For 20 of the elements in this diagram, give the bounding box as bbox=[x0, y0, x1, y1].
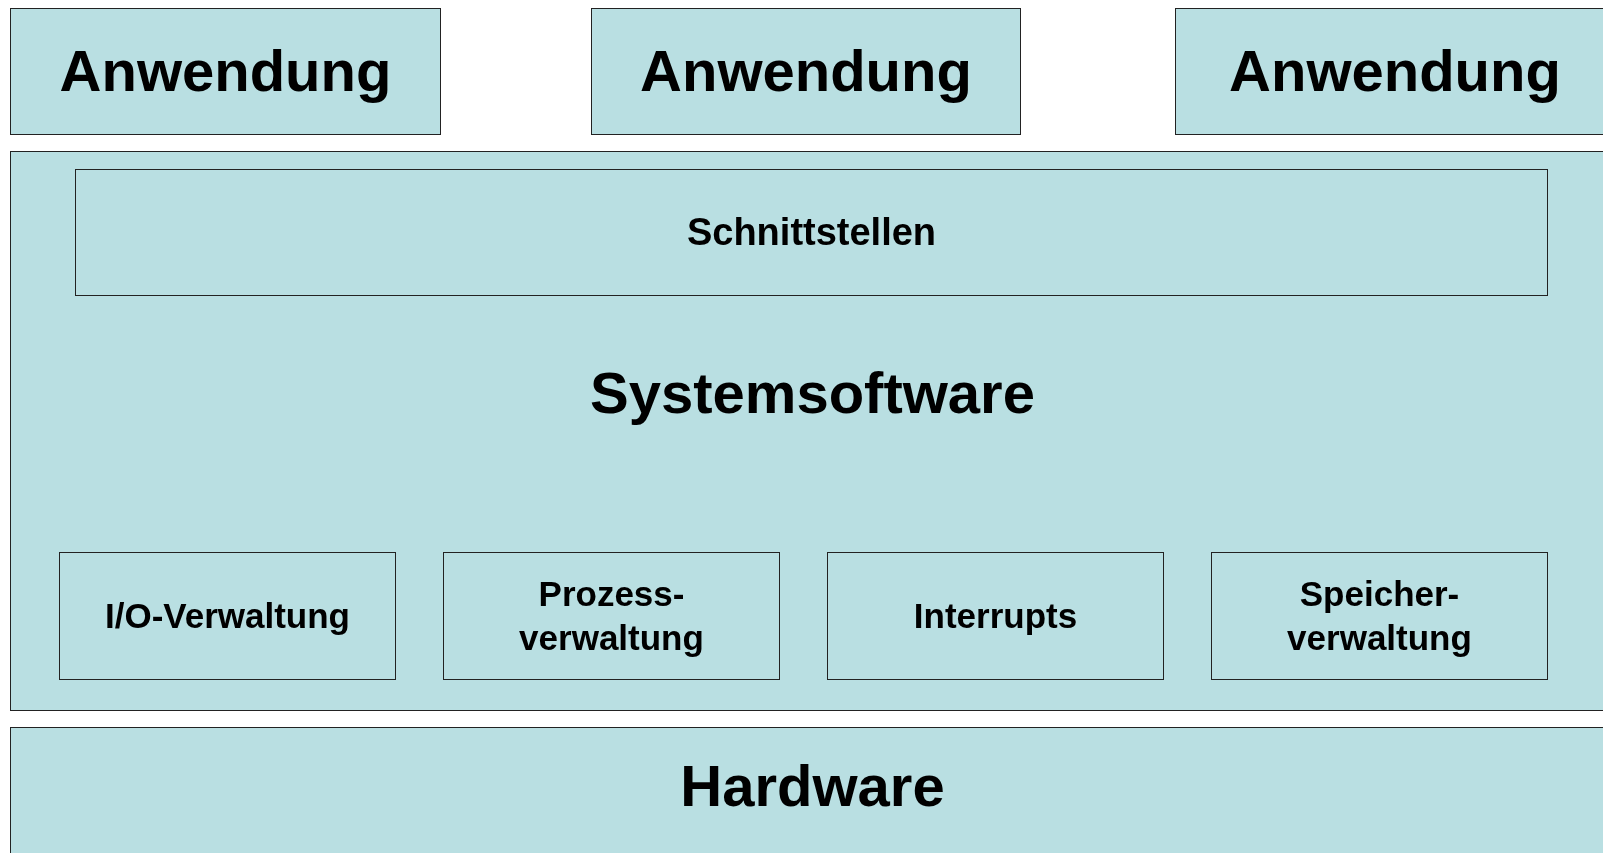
box-label: Anwendung bbox=[1229, 37, 1561, 106]
module-box bbox=[443, 552, 780, 680]
box-label: Prozess- verwaltung bbox=[518, 573, 705, 659]
box-label: Schnittstellen bbox=[686, 209, 937, 255]
layer-panel bbox=[10, 727, 1603, 853]
box-label: Anwendung bbox=[640, 37, 972, 106]
box-label: I/O-Verwaltung bbox=[104, 595, 350, 638]
box-label: Speicher- verwaltung bbox=[1286, 573, 1473, 659]
box-label: Anwendung bbox=[59, 37, 392, 106]
layer-box bbox=[591, 8, 1021, 135]
module-box bbox=[59, 552, 396, 680]
box-label: Interrupts bbox=[913, 595, 1078, 638]
layer-panel bbox=[10, 151, 1603, 711]
module-box bbox=[1211, 552, 1548, 680]
module-box bbox=[75, 169, 1548, 296]
module-box bbox=[827, 552, 1164, 680]
box-label: Systemsoftware bbox=[590, 359, 1035, 427]
layer-box bbox=[10, 8, 441, 135]
layer-box bbox=[1175, 8, 1603, 135]
box-label: Hardware bbox=[680, 752, 945, 820]
